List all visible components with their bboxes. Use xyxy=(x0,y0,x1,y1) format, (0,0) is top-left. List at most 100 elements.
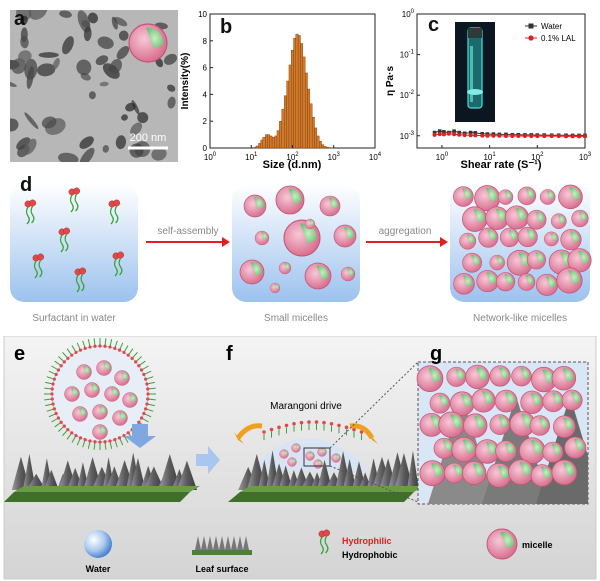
drop-micelle xyxy=(317,447,327,457)
size-bar xyxy=(255,145,259,149)
tem-particle xyxy=(113,16,128,27)
surfactant-head xyxy=(277,425,281,430)
legend-hydrophilic-text: Hydrophilic xyxy=(342,536,392,546)
zoom-micelle xyxy=(451,436,477,463)
fringe-head xyxy=(59,364,63,368)
fringe-head xyxy=(56,416,61,420)
size-bar xyxy=(309,103,313,149)
chart-c-legend: Water 0.1% LAL xyxy=(525,22,576,43)
droplet-micelle xyxy=(104,386,120,402)
lal-point xyxy=(564,134,569,139)
panel-label-c: c xyxy=(428,14,440,36)
small-micelle xyxy=(239,259,265,285)
network-micelle xyxy=(462,252,483,273)
fringe-head xyxy=(56,368,61,372)
leaf-spike xyxy=(176,460,198,490)
size-bar xyxy=(316,135,320,149)
step3-label: Network-like micelles xyxy=(473,313,567,324)
zoom-micelle xyxy=(465,364,490,390)
tem-particle xyxy=(137,112,149,124)
fringe-head xyxy=(126,353,130,357)
tem-particle xyxy=(102,145,109,153)
y-tick-label: 6 xyxy=(203,64,208,73)
tem-particle xyxy=(16,137,31,150)
tem-particle xyxy=(20,35,29,49)
fringe-head xyxy=(113,438,117,442)
chart-c-xlabel: Shear rate (S⁻¹) xyxy=(461,159,542,171)
vial-photo xyxy=(455,22,495,122)
panel-label-a: a xyxy=(14,8,26,30)
tem-particle xyxy=(111,16,118,30)
tem-particle xyxy=(88,91,96,100)
fringe-head xyxy=(59,420,63,424)
network-micelle xyxy=(476,269,499,293)
tem-particle xyxy=(79,147,95,167)
x-tick-label: 102 xyxy=(531,152,544,162)
droplet-micelle xyxy=(92,424,108,440)
legend-water-text: Water xyxy=(86,564,111,574)
leaf-spike xyxy=(26,473,46,490)
fringe-head xyxy=(139,416,144,420)
y-tick-label: 10 xyxy=(198,10,207,19)
lal-point xyxy=(468,133,473,138)
legend-lal-marker xyxy=(528,35,534,41)
panel-label-f: f xyxy=(226,343,233,365)
leaf-surface-icon xyxy=(192,536,252,555)
lal-point xyxy=(491,133,496,138)
size-bar xyxy=(288,64,292,149)
size-bar xyxy=(295,33,299,149)
leaf-spike xyxy=(406,450,419,490)
fringe-head xyxy=(108,345,112,349)
tem-particle xyxy=(18,50,32,63)
zoom-line-top xyxy=(329,361,419,449)
tem-particle xyxy=(116,46,130,60)
zoom-micelle xyxy=(471,388,496,413)
tem-particle xyxy=(58,152,79,165)
droplet-micelle xyxy=(64,386,80,402)
x-tick-label: 101 xyxy=(483,152,496,162)
tem-particle xyxy=(130,122,143,136)
surfactant-head xyxy=(344,425,349,430)
chart-b-ylabel: Intensity(%) xyxy=(180,53,191,110)
step1-label: Surfactant in water xyxy=(32,313,116,324)
panel-label-g: g xyxy=(430,343,442,365)
size-bar xyxy=(323,146,327,149)
lal-point xyxy=(535,134,540,139)
size-bar xyxy=(260,139,263,149)
fringe-head xyxy=(144,377,148,381)
small-micelle xyxy=(254,230,270,246)
tem-particle xyxy=(167,84,176,92)
tem-particle xyxy=(151,147,167,161)
fringe-head xyxy=(52,377,56,381)
droplet-micelle xyxy=(84,382,100,398)
size-bar xyxy=(271,137,275,149)
spreading-drop xyxy=(250,420,370,471)
droplet-micelle xyxy=(72,406,88,422)
fringe-head xyxy=(103,344,107,348)
network-micelle xyxy=(499,227,520,248)
network-micelle xyxy=(526,250,547,270)
small-micelle xyxy=(243,194,267,218)
water-point xyxy=(457,130,461,135)
droplet-micelle xyxy=(112,410,128,426)
fringe-head xyxy=(139,368,144,372)
x-tick-label: 102 xyxy=(286,152,299,162)
chart-b-xlabel: Size (d.nm) xyxy=(263,159,322,171)
small-micelle xyxy=(278,261,292,275)
scale-bar-label: 200 nm xyxy=(130,132,167,144)
tem-image: 200 nm xyxy=(2,1,178,167)
panel-label-b: b xyxy=(220,16,233,38)
legend-hydrophobic-text: Hydrophobic xyxy=(342,550,398,560)
tem-particle xyxy=(52,58,60,70)
tem-particle xyxy=(24,58,38,80)
size-bar xyxy=(262,137,266,149)
network-micelle xyxy=(497,189,514,205)
zoom-micelle xyxy=(489,365,511,387)
fringe-head xyxy=(93,440,97,444)
zoom-micelle xyxy=(542,390,565,413)
size-bar xyxy=(314,127,318,149)
lal-point xyxy=(485,133,490,138)
fringe-head xyxy=(117,436,122,440)
x-tick-label: 101 xyxy=(245,152,258,162)
